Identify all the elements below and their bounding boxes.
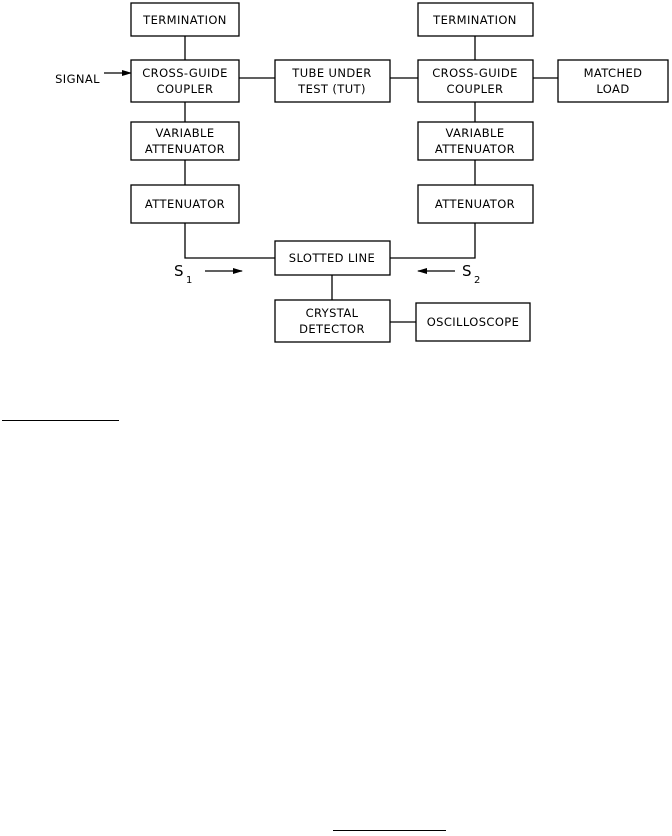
block-crystal-detector: CRYSTAL DETECTOR <box>274 299 391 343</box>
block-tube-under-test: TUBE UNDER TEST (TUT) <box>274 59 391 103</box>
block-tube-under-test-line-2: TEST (TUT) <box>297 82 366 96</box>
divider-rule-bottom <box>333 830 446 831</box>
block-slotted-line-line-1: SLOTTED LINE <box>289 251 375 265</box>
block-coupler-right: CROSS-GUIDE COUPLER <box>417 59 534 103</box>
signal-label: SIGNAL <box>55 72 100 86</box>
block-oscilloscope: OSCILLOSCOPE <box>415 302 531 342</box>
block-termination-right-line-1: TERMINATION <box>432 13 517 27</box>
block-oscilloscope-line-1: OSCILLOSCOPE <box>427 315 520 329</box>
block-coupler-right-line-2: COUPLER <box>447 82 504 96</box>
block-attenuator-right-line-1: ATTENUATOR <box>435 197 515 211</box>
s1-subscript: 1 <box>186 275 192 286</box>
block-variable-attenuator-right: VARIABLE ATTENUATOR <box>417 121 534 161</box>
block-attenuator-right: ATTENUATOR <box>417 184 534 224</box>
block-variable-attenuator-right-line-1: VARIABLE <box>445 126 504 140</box>
block-crystal-detector-line-2: DETECTOR <box>299 322 365 336</box>
block-crystal-detector-line-1: CRYSTAL <box>306 306 359 320</box>
block-attenuator-left-line-1: ATTENUATOR <box>145 197 225 211</box>
block-coupler-left-line-1: CROSS-GUIDE <box>142 66 227 80</box>
block-tube-under-test-line-1: TUBE UNDER <box>291 66 371 80</box>
block-matched-load-line-2: LOAD <box>596 82 629 96</box>
block-coupler-left-line-2: COUPLER <box>157 82 214 96</box>
s2-subscript: 2 <box>474 275 480 286</box>
s1-letter: S <box>174 262 184 280</box>
block-termination-right: TERMINATION <box>417 2 534 37</box>
block-matched-load-line-1: MATCHED <box>584 66 643 80</box>
block-slotted-line: SLOTTED LINE <box>274 240 391 276</box>
block-variable-attenuator-left-line-2: ATTENUATOR <box>145 142 225 156</box>
divider-rule-top <box>2 420 119 421</box>
block-variable-attenuator-right-line-2: ATTENUATOR <box>435 142 515 156</box>
block-variable-attenuator-left: VARIABLE ATTENUATOR <box>130 121 240 161</box>
block-variable-attenuator-left-line-1: VARIABLE <box>155 126 214 140</box>
wire-attenuator-right-to-slotted-line <box>390 223 476 259</box>
connections <box>104 36 558 323</box>
block-coupler-right-line-1: CROSS-GUIDE <box>432 66 517 80</box>
block-coupler-left: CROSS-GUIDE COUPLER <box>130 59 240 103</box>
s2-letter: S <box>462 262 472 280</box>
s2-label: S 2 <box>462 262 480 286</box>
block-matched-load: MATCHED LOAD <box>557 59 669 103</box>
block-termination-left-line-1: TERMINATION <box>142 13 227 27</box>
wire-attenuator-left-to-slotted-line <box>184 223 275 259</box>
s1-label: S 1 <box>174 262 192 286</box>
block-attenuator-left: ATTENUATOR <box>130 184 240 224</box>
block-termination-left: TERMINATION <box>130 2 240 37</box>
